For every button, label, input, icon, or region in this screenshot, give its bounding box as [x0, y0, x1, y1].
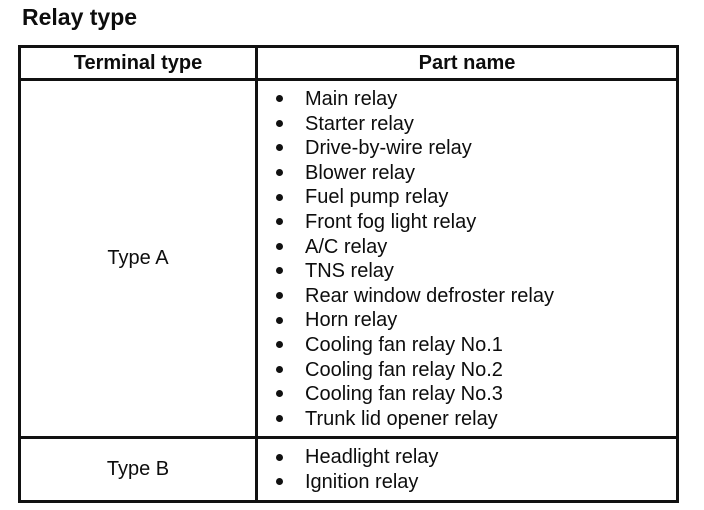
type-a-parts-cell: Main relay Starter relay Drive-by-wire r…: [255, 77, 679, 440]
list-item: TNS relay: [258, 259, 676, 284]
list-item: Cooling fan relay No.3: [258, 382, 676, 407]
relay-type-table: Terminal type Part name Type A Main rela…: [18, 45, 679, 503]
page-title: Relay type: [22, 4, 138, 30]
terminal-type-b-label: Type B: [18, 436, 258, 503]
list-item: Ignition relay: [258, 470, 676, 495]
list-item: Blower relay: [258, 161, 676, 186]
list-item: Fuel pump relay: [258, 185, 676, 210]
type-b-parts-cell: Headlight relay Ignition relay: [255, 436, 679, 503]
type-b-part-list: Headlight relay Ignition relay: [258, 439, 676, 499]
list-item: Trunk lid opener relay: [258, 407, 676, 432]
list-item: Main relay: [258, 87, 676, 112]
list-item: Cooling fan relay No.2: [258, 358, 676, 383]
list-item: Rear window defroster relay: [258, 284, 676, 309]
list-item: Cooling fan relay No.1: [258, 333, 676, 358]
list-item: Horn relay: [258, 308, 676, 333]
table-row-type-a: Type A Main relay Starter relay Drive-by…: [18, 77, 679, 440]
list-item: Drive-by-wire relay: [258, 136, 676, 161]
table-row-type-b: Type B Headlight relay Ignition relay: [18, 436, 679, 503]
terminal-type-a-label: Type A: [18, 77, 258, 440]
list-item: Front fog light relay: [258, 210, 676, 235]
type-a-part-list: Main relay Starter relay Drive-by-wire r…: [258, 81, 676, 436]
column-header-terminal-type: Terminal type: [18, 45, 258, 81]
column-header-part-name: Part name: [255, 45, 679, 81]
list-item: Headlight relay: [258, 445, 676, 470]
table-header-row: Terminal type Part name: [18, 45, 679, 81]
list-item: Starter relay: [258, 112, 676, 137]
list-item: A/C relay: [258, 235, 676, 260]
